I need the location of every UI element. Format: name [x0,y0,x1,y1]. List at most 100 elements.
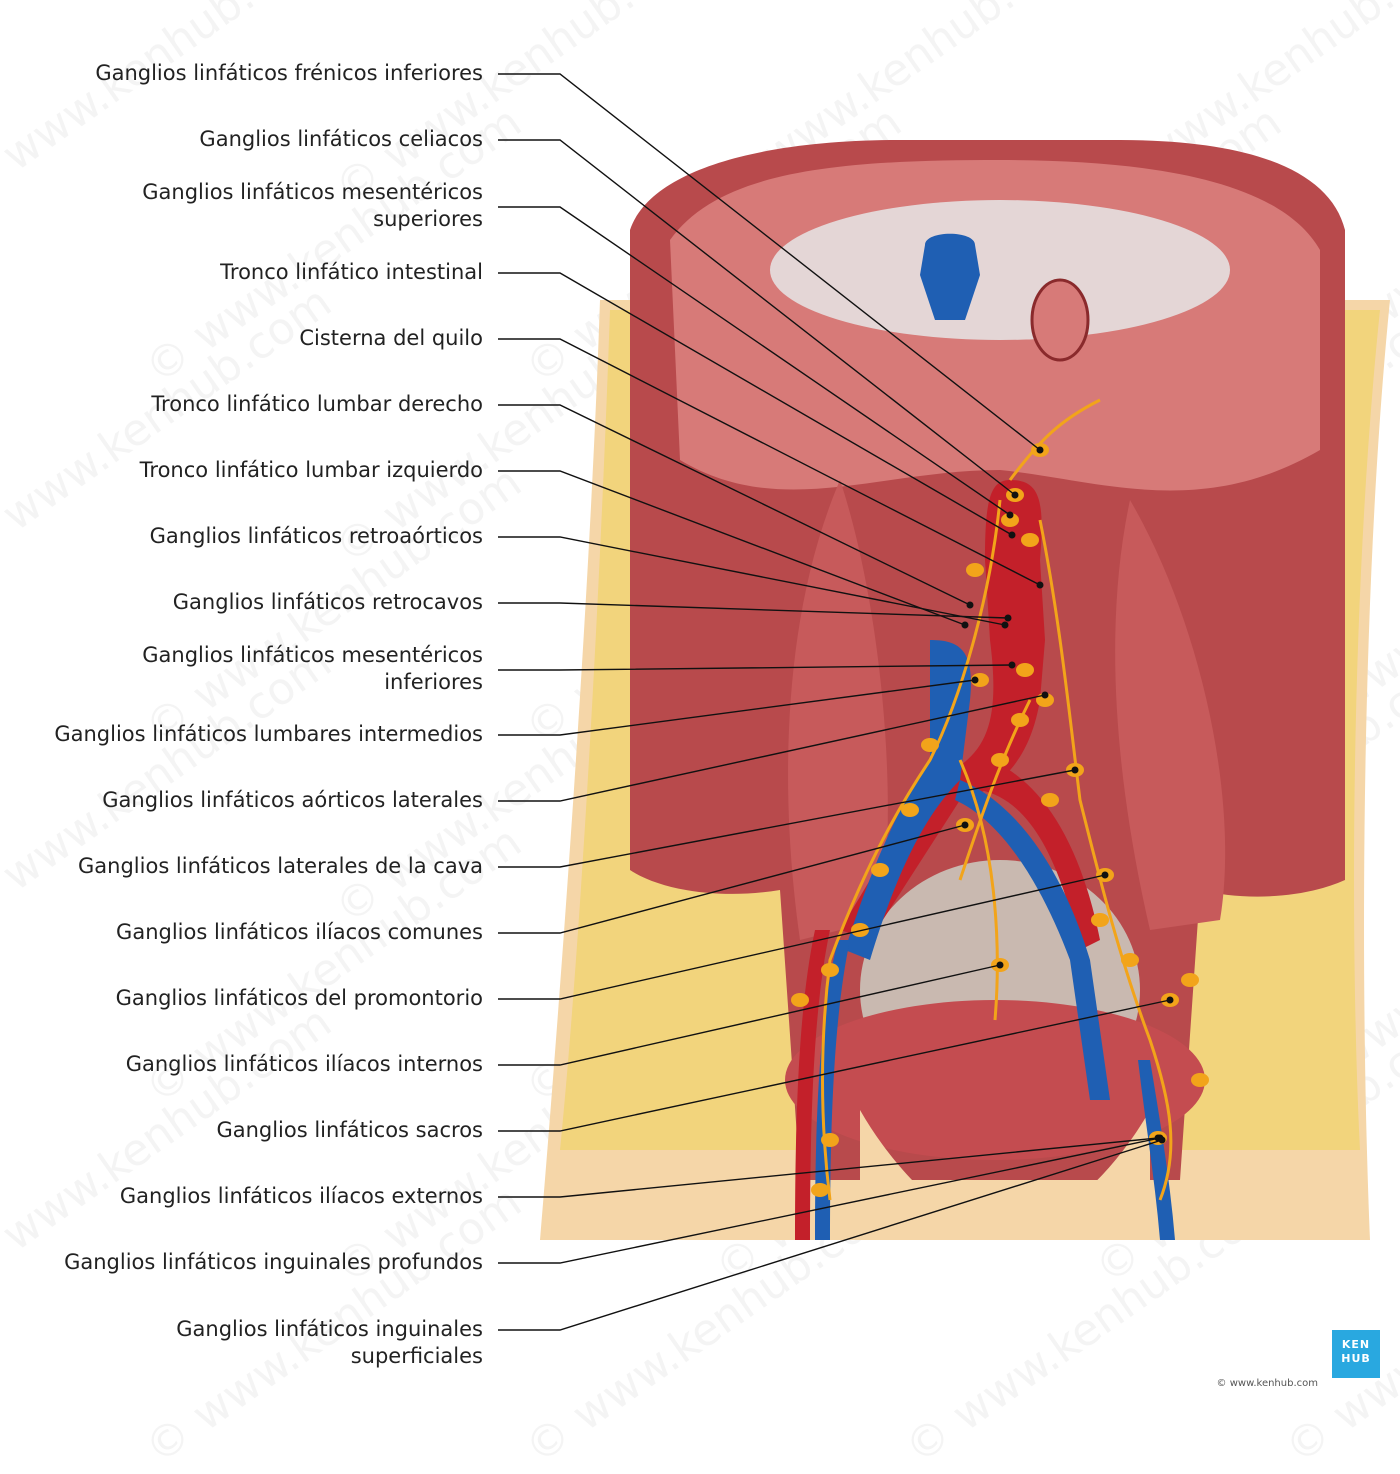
leader-line [498,272,1013,536]
lymph-node [791,993,809,1007]
label-line: Ganglios linfáticos inguinales [176,1317,483,1341]
leader-dot [961,621,969,629]
lymph-node [821,1133,839,1147]
leader-line [498,999,1171,1132]
label-cisterna: Cisterna del quilo [299,325,483,352]
leader-dot [1008,531,1016,539]
lymph-node [1041,793,1059,807]
label-lumbar-izquierdo: Tronco linfático lumbar izquierdo [140,457,483,484]
lymph-node [1011,713,1029,727]
pubic-region [860,1110,1150,1240]
label-line: Tronco linfático intestinal [220,260,483,284]
leader-dots [961,446,1174,1144]
label-sacros: Ganglios linfáticos sacros [216,1117,483,1144]
label-line: Ganglios linfáticos lumbares intermedios [54,722,483,746]
label-line: Ganglios linfáticos inguinales profundos [64,1250,483,1274]
leader-line [498,139,1016,496]
leader-line [498,824,966,934]
label-line: Ganglios linfáticos ilíacos externos [119,1184,483,1208]
leader-line [498,694,1046,802]
abdomen-illustration [498,73,1390,1331]
femoral-vein-right [1138,1060,1175,1240]
footer-url: © www.kenhub.com [1216,1378,1318,1389]
leader-line [498,1137,1161,1264]
lymph-node [1191,1073,1209,1087]
leader-line [498,769,1076,868]
label-line: Ganglios linfáticos celiacos [199,127,483,151]
central-tendon [770,200,1230,340]
ivc-left-branch [955,780,1110,1100]
logo-line-2: HUB [1341,1352,1371,1365]
label-mesentericos-sup: Ganglios linfáticos mesentéricos superior… [142,179,483,233]
leader-dot [1101,871,1109,879]
lymph-node [1091,913,1109,927]
vena-cava-opening [920,233,980,320]
label-line: Ganglios linfáticos ilíacos comunes [116,920,483,944]
label-line: Ganglios linfáticos ilíacos internos [125,1052,483,1076]
label-frenicos: Ganglios linfáticos frénicos inferiores [95,60,483,87]
leader-line [498,1139,1163,1331]
label-line: Ganglios linfáticos mesentéricos [142,643,483,667]
lymph-node [1016,663,1034,677]
lymph-node [1021,533,1039,547]
lymph-node [966,563,984,577]
lymph-node [871,863,889,877]
leader-dot [1158,1136,1166,1144]
label-lumbares-intermedios: Ganglios linfáticos lumbares intermedios [54,721,483,748]
leader-line [498,679,976,736]
lymph-node [811,1183,829,1197]
label-laterales-cava: Ganglios linfáticos laterales de la cava [78,853,483,880]
label-lumbar-derecho: Tronco linfático lumbar derecho [151,391,483,418]
label-aorticos-laterales: Ganglios linfáticos aórticos laterales [102,787,483,814]
label-line: superiores [373,207,483,231]
leader-dot [1004,614,1012,622]
leader-line [498,664,1013,671]
leader-line [498,470,966,626]
leader-dot [1036,446,1044,454]
label-iliacos-internos: Ganglios linfáticos ilíacos internos [126,1051,483,1078]
lymph-node [1121,953,1139,967]
label-line: Ganglios linfáticos aórticos laterales [102,788,483,812]
lymph-node [1001,513,1019,527]
label-line: Tronco linfático lumbar izquierdo [139,458,483,482]
label-line: Ganglios linfáticos retrocavos [172,590,483,614]
femoral-vein-left [815,940,850,1240]
label-line: Cisterna del quilo [299,326,483,350]
label-line: Ganglios linfáticos sacros [216,1118,483,1142]
leader-dot [1036,581,1044,589]
label-iliacos-externos: Ganglios linfáticos ilíacos externos [120,1183,483,1210]
leader-line [498,1137,1159,1198]
lymph-node [901,803,919,817]
leader-line [498,404,971,606]
label-tronco-intestinal: Tronco linfático intestinal [220,259,483,286]
leader-dot [1041,691,1049,699]
lymph-node [921,738,939,752]
leader-dot [1006,511,1014,519]
label-promontorio: Ganglios linfáticos del promontorio [116,985,483,1012]
label-inguinales-profundos: Ganglios linfáticos inguinales profundos [64,1249,483,1276]
lymph-node [991,753,1009,767]
label-line: superficiales [350,1344,483,1368]
leader-dot [1001,621,1009,629]
leader-lines [498,73,1171,1331]
label-line: Ganglios linfáticos mesentéricos [142,180,483,204]
inferior-vena-cava [845,640,971,960]
label-iliacos-comunes: Ganglios linfáticos ilíacos comunes [116,919,483,946]
psoas-left [788,480,888,940]
leader-line [498,964,1001,1066]
kenhub-logo: KEN HUB [1332,1330,1380,1378]
leader-dot [996,961,1004,969]
leader-dot [1071,766,1079,774]
leader-dot [971,676,979,684]
leader-line [498,206,1011,516]
leader-line [498,338,1041,586]
leader-dot [966,601,974,609]
leader-line [498,536,1006,626]
aorta-right-branch [980,760,1100,950]
lymph-node [1181,973,1199,987]
leader-dot [1008,661,1016,669]
label-retrocavos: Ganglios linfáticos retrocavos [173,589,483,616]
lymph-node [971,673,989,687]
